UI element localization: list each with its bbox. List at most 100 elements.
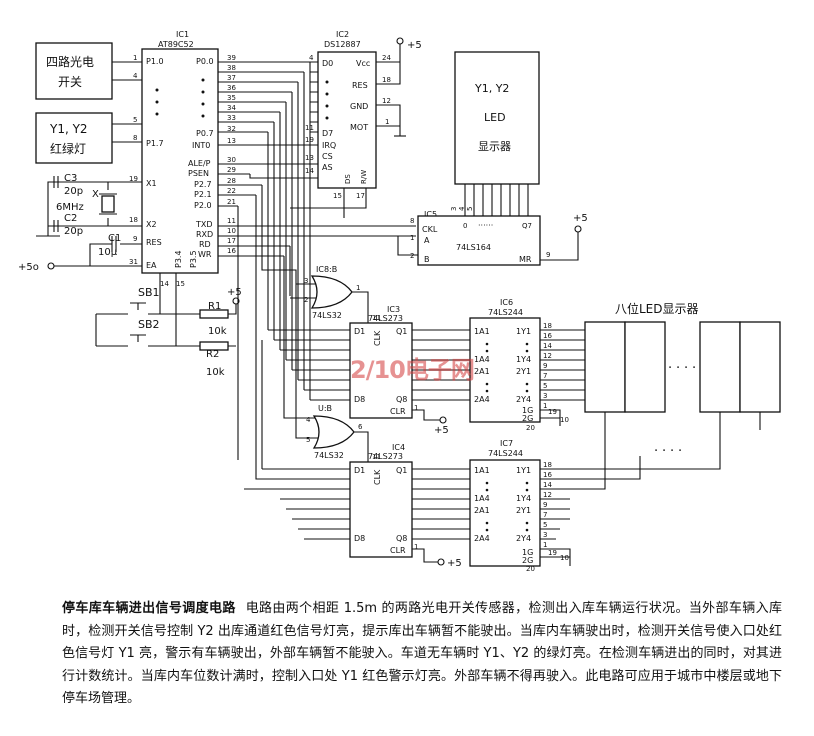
ic2-pinno-4: 4 <box>309 54 314 62</box>
ic2-pin-rw: R/W <box>360 170 368 184</box>
ic1-pinno-8: 8 <box>133 134 137 142</box>
led-digit-1 <box>584 321 626 413</box>
ic7-chip <box>469 459 541 567</box>
ic6-pinno-14: 14 <box>543 342 552 350</box>
ic6-pinno-20: 20 <box>526 424 535 432</box>
ic2-pin-ds: DS <box>344 174 352 184</box>
vcc-terminal-sw <box>232 297 240 305</box>
circuit-schematic: 四路光电 开关 Y1, Y2 红绿灯 IC1 AT89C52 P1.0 P1.7… <box>18 30 781 573</box>
ic4-ref: IC4 <box>392 443 405 452</box>
crystal-label: X <box>92 189 99 200</box>
ic6-pin-1g: 1G <box>522 406 533 415</box>
led-y1y2-line2: LED <box>484 111 506 124</box>
ic7-pin-2g: 2G <box>522 556 533 565</box>
ic8u-in2: 5 <box>306 436 310 444</box>
ic3-pin-d1: D1 <box>354 327 365 336</box>
ic1-pin-p07: P0.7 <box>196 129 214 138</box>
ic1-chip <box>141 48 219 274</box>
figure-caption: 停车库车辆进出信号调度电路电路由两个相距 1.5m 的两路光电开关传感器，检测出… <box>62 598 782 711</box>
ic6-outputs <box>540 329 585 401</box>
ic1-pin-p20: P2.0 <box>194 201 212 210</box>
c3-value: 20p <box>64 186 83 197</box>
ic8u-ref: U:B <box>318 404 332 413</box>
ic1-pinno-34: 34 <box>227 104 236 112</box>
ic7-pinno-18: 18 <box>543 461 552 469</box>
ic6-pinno-7: 7 <box>543 372 547 380</box>
ic1-pinno-4: 4 <box>133 72 138 80</box>
led-digit-7 <box>699 321 741 413</box>
ic6-pin-1a1: 1A1 <box>474 327 490 336</box>
ic1-pinno-9: 9 <box>133 235 137 243</box>
ic3-inputs <box>268 329 350 401</box>
ic6-pinno-9: 9 <box>543 362 547 370</box>
eight-led-title: 八位LED显示器 <box>615 301 699 316</box>
ic3-ref: IC3 <box>387 305 400 314</box>
ic1-pinno-22: 22 <box>227 187 236 195</box>
ic1-pinno-39: 39 <box>227 54 236 62</box>
ic5-part: 74LS164 <box>456 243 491 252</box>
ic3-pin-clk: CLK <box>373 330 382 346</box>
ic3-pin-d8: D8 <box>354 395 365 404</box>
ic7-pinno-10: 10 <box>560 554 569 562</box>
ic1-pin-p34: P3.4 <box>174 250 183 268</box>
ic7-pinno-3: 3 <box>543 531 547 539</box>
ic1-pinno-30: 30 <box>227 156 236 164</box>
ic8b-part: 74LS32 <box>312 311 342 320</box>
c1-value: 10μ <box>98 247 118 258</box>
ic1-pin-p21: P2.1 <box>194 190 212 199</box>
ic6-pin-2y1: 2Y1 <box>516 367 531 376</box>
ic1-ref: IC1 <box>176 30 189 39</box>
ic7-pinno-14: 14 <box>543 481 552 489</box>
vcc-terminal-ic4 <box>437 558 445 566</box>
vcc-terminal-ic2 <box>396 37 404 45</box>
ic1-pinno-11: 11 <box>227 217 236 225</box>
ic1-pinno-37: 37 <box>227 74 236 82</box>
or-gate-ic8b <box>310 275 353 309</box>
led-digit-8 <box>739 321 781 413</box>
ic1-pin-x1: X1 <box>146 179 157 188</box>
ic3-pin-q8: Q8 <box>396 395 407 404</box>
ic7-pinno-9: 9 <box>543 501 547 509</box>
ic6-pin-2g: 2G <box>522 414 533 423</box>
photo-switch-line1: 四路光电 <box>46 54 94 69</box>
ic5-pinno-1: 1 <box>410 234 414 242</box>
ic1-pin-int0: INT0 <box>192 141 210 150</box>
ic6-pinno-3: 3 <box>543 392 547 400</box>
ic1-pin-psen: PSEN <box>188 169 209 178</box>
ic6-pin-1y4: 1Y4 <box>516 355 531 364</box>
ic6-pinno-1: 1 <box>543 402 547 410</box>
ic3-pinno-11: 11 <box>372 314 381 322</box>
ic5-pinno-5: 5 <box>466 207 474 211</box>
ic7-pin-2y1: 2Y1 <box>516 506 531 515</box>
ic8u-part: 74LS32 <box>314 451 344 460</box>
ic1-pin-p35: P3.5 <box>189 250 198 268</box>
watermark-logo: 2/10电子网 <box>350 356 475 384</box>
ic8b-in2: 2 <box>304 296 308 304</box>
r1-label: R1 <box>208 301 221 312</box>
c1-label: C1 <box>108 233 121 244</box>
led-gap-dots-1: · <box>668 361 672 376</box>
ic6-part: 74LS244 <box>488 308 523 317</box>
ic2-pinno-24: 24 <box>382 54 391 62</box>
ic1-pin-rxd: RXD <box>196 230 213 239</box>
led-y1y2-line1: Y1, Y2 <box>474 82 509 95</box>
ic2-pinno-15: 15 <box>333 192 342 200</box>
ic6-pin-2a4: 2A4 <box>474 395 490 404</box>
vcc-terminal-ic5 <box>574 225 582 233</box>
r1-body <box>199 309 229 319</box>
ic2-pin-irq: IRQ <box>322 141 336 150</box>
led-gap-dots-3: · <box>684 361 688 376</box>
ic2-pinno-14: 14 <box>305 167 314 175</box>
ic7-pinno-16: 16 <box>543 471 552 479</box>
caption-body: 电路由两个相距 1.5m 的两路光电开关传感器，检测出入库车辆运行状况。当外部车… <box>62 601 782 707</box>
ic5-dots: ······ <box>478 221 493 230</box>
ic1-pinno-17: 17 <box>227 237 236 245</box>
vcc-label-ic4: +5 <box>447 558 462 569</box>
ic1-pinno-5: 5 <box>133 116 137 124</box>
ic7-pin-1a1: 1A1 <box>474 466 490 475</box>
ic1-pin-rd: RD <box>199 240 211 249</box>
ic6-dots <box>485 342 529 393</box>
crystal-capacitor-network <box>36 181 142 237</box>
ic7-pin-1y4: 1Y4 <box>516 494 531 503</box>
ic2-part: DS12887 <box>324 40 361 49</box>
